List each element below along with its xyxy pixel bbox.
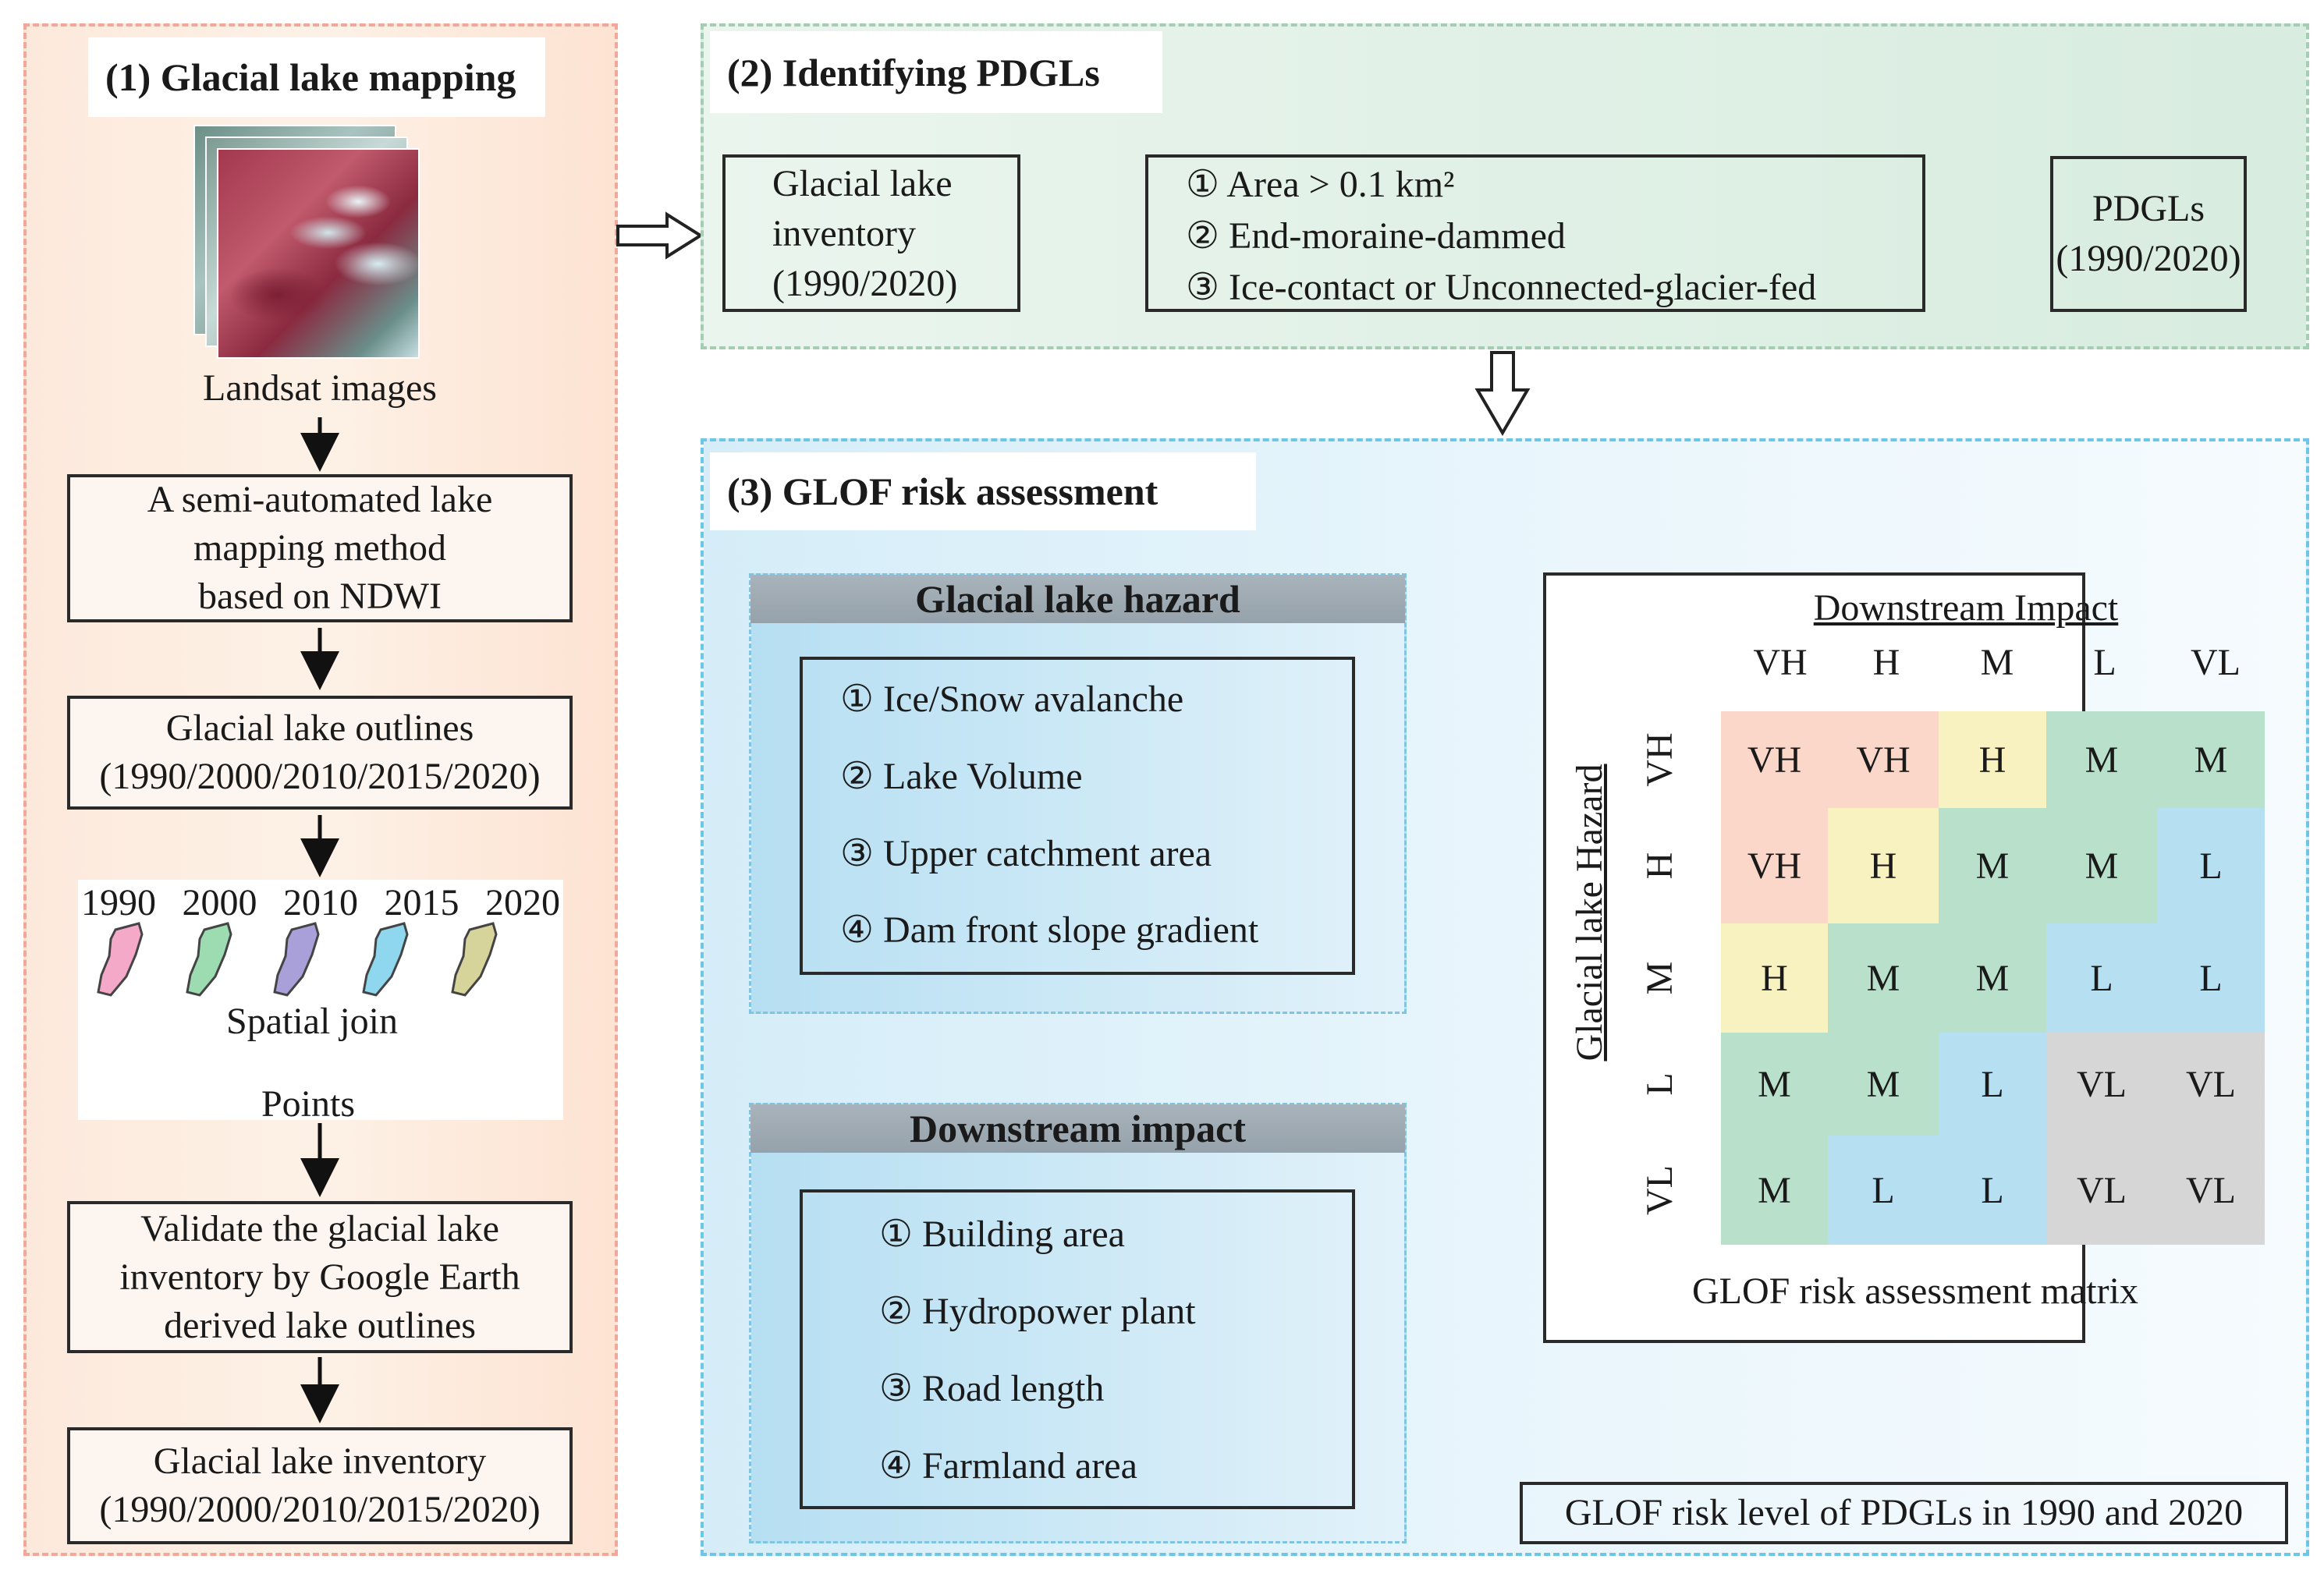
year-2020: 2020: [485, 882, 560, 923]
year-labels: 1990 2000 2010 2015 2020: [78, 881, 563, 928]
matrix-col-header-vh: VH: [1753, 642, 1808, 683]
matrix-cell: M: [2157, 711, 2265, 808]
matrix-row-header-vl: VL: [1639, 1165, 1680, 1215]
matrix-col-header-m: M: [1980, 642, 2014, 683]
matrix-cell: H: [1939, 711, 2046, 808]
matrix-cell: L: [1939, 1136, 2046, 1245]
matrix-cell: VL: [2046, 1033, 2157, 1136]
matrix-cell: L: [2157, 923, 2265, 1033]
impact-item-1: ① Building area: [879, 1214, 1125, 1255]
pdgls-line-1: PDGLs: [2092, 188, 2205, 229]
lake-outline-2010: [273, 922, 320, 997]
matrix-cell: M: [1828, 923, 1939, 1033]
matrix-row-header-m: M: [1639, 961, 1680, 995]
method-line-3: based on NDWI: [198, 576, 442, 617]
year-2015: 2015: [384, 882, 459, 923]
criterion-area: ① Area > 0.1 km²: [1186, 164, 1455, 205]
pdgl-inventory-line-1: Glacial lake: [772, 163, 953, 204]
matrix-col-header-l: L: [2093, 642, 2116, 683]
impact-subpanel: [749, 1103, 1407, 1543]
matrix-cell: M: [1828, 1033, 1939, 1136]
matrix-cell: L: [2046, 923, 2157, 1033]
spatial-join-label: Spatial join: [195, 1000, 429, 1047]
impact-list: ① Building area ② Hydropower plant ③ Roa…: [800, 1189, 1355, 1509]
matrix-cell: M: [1939, 923, 2046, 1033]
lake-shape-icons: [97, 922, 498, 997]
matrix-col-header-vl: VL: [2191, 642, 2241, 683]
panel2-title: (2) Identifying PDGLs: [710, 31, 1162, 113]
glacial-lake-inventory-box: Glacial lake inventory (1990/2000/2010/2…: [67, 1427, 573, 1544]
matrix-cell: M: [2046, 808, 2157, 923]
glof-risk-result-box: GLOF risk level of PDGLs in 1990 and 202…: [1520, 1482, 2288, 1544]
landsat-image-stack: [193, 125, 420, 359]
lake-outlines-box: Glacial lake outlines (1990/2000/2010/20…: [67, 696, 573, 810]
pdgl-inventory-line-2: inventory: [772, 213, 916, 254]
panel3-title: (3) GLOF risk assessment: [710, 452, 1256, 530]
matrix-cell: M: [1721, 1033, 1828, 1136]
hazard-item-4: ④ Dam front slope gradient: [840, 909, 1259, 951]
criterion-moraine: ② End-moraine-dammed: [1186, 215, 1566, 257]
inventory-line-2: (1990/2000/2010/2015/2020): [99, 1489, 541, 1530]
lake-outline-2015: [362, 922, 409, 997]
impact-header: Downstream impact: [750, 1104, 1405, 1153]
panel1-title: (1) Glacial lake mapping: [88, 37, 545, 117]
year-1990: 1990: [81, 882, 156, 923]
outlines-line-2: (1990/2000/2010/2015/2020): [99, 756, 541, 797]
hazard-item-3: ③ Upper catchment area: [840, 833, 1212, 874]
matrix-cell: H: [1828, 808, 1939, 923]
hazard-subpanel: [749, 573, 1407, 1014]
matrix-row-title: Glacial lake Hazard: [1569, 764, 1610, 1061]
matrix-cell: VH: [1828, 711, 1939, 808]
pdgl-inventory-line-3: (1990/2020): [772, 263, 958, 304]
matrix-cell: VL: [2046, 1136, 2157, 1245]
method-line-1: A semi-automated lake: [147, 479, 493, 520]
pdgls-box: PDGLs (1990/2020): [2050, 156, 2247, 312]
matrix-cell: VL: [2157, 1033, 2265, 1136]
hazard-header: Glacial lake hazard: [750, 575, 1405, 623]
matrix-cell: L: [1939, 1033, 2046, 1136]
points-label: Points: [261, 1083, 356, 1125]
impact-item-2: ② Hydropower plant: [879, 1291, 1196, 1332]
matrix-col-header-h: H: [1872, 642, 1900, 683]
inventory-line-1: Glacial lake inventory: [153, 1441, 487, 1482]
lake-outline-1990: [97, 922, 144, 997]
hazard-list: ① Ice/Snow avalanche ② Lake Volume ③ Upp…: [800, 657, 1355, 975]
matrix-caption: GLOF risk assessment matrix: [1692, 1270, 2138, 1312]
outlines-line-1: Glacial lake outlines: [165, 707, 474, 749]
hazard-item-2: ② Lake Volume: [840, 756, 1083, 797]
pdgls-line-2: (1990/2020): [2056, 238, 2241, 279]
matrix-cell: H: [1721, 923, 1828, 1033]
matrix-cell: L: [2157, 808, 2265, 923]
year-2010: 2010: [283, 882, 358, 923]
matrix-row-header-l: L: [1639, 1072, 1680, 1096]
matrix-row-header-h: H: [1639, 852, 1680, 880]
lake-mapping-method-box: A semi-automated lake mapping method bas…: [67, 474, 573, 622]
matrix-cell: VL: [2157, 1136, 2265, 1245]
validate-line-1: Validate the glacial lake: [140, 1207, 499, 1249]
matrix-cell: VH: [1721, 711, 1828, 808]
matrix-cell: VH: [1721, 808, 1828, 923]
validate-line-3: derived lake outlines: [164, 1304, 476, 1346]
year-2000: 2000: [182, 882, 257, 923]
validate-inventory-box: Validate the glacial lake inventory by G…: [67, 1201, 573, 1353]
hazard-item-1: ① Ice/Snow avalanche: [840, 679, 1184, 720]
method-line-2: mapping method: [193, 527, 446, 569]
lake-outline-2000: [186, 922, 232, 997]
lake-outline-2020: [451, 922, 498, 997]
pdgl-inventory-box: Glacial lake inventory (1990/2020): [722, 154, 1020, 312]
matrix-cell: L: [1828, 1136, 1939, 1245]
matrix-col-title: Downstream Impact: [1813, 587, 2119, 629]
landsat-label: Landsat images: [203, 367, 437, 409]
validate-line-2: inventory by Google Earth: [119, 1256, 520, 1298]
criterion-glacier-fed: ③ Ice-contact or Unconnected-glacier-fed: [1186, 267, 1817, 308]
matrix-cell: M: [2046, 711, 2157, 808]
matrix-cell: M: [1721, 1136, 1828, 1245]
pdgl-criteria-box: ① Area > 0.1 km² ② End-moraine-dammed ③ …: [1145, 154, 1925, 312]
impact-item-4: ④ Farmland area: [879, 1445, 1137, 1487]
matrix-cell: M: [1939, 808, 2046, 923]
impact-item-3: ③ Road length: [879, 1368, 1105, 1409]
matrix-row-header-vh: VH: [1639, 732, 1680, 787]
